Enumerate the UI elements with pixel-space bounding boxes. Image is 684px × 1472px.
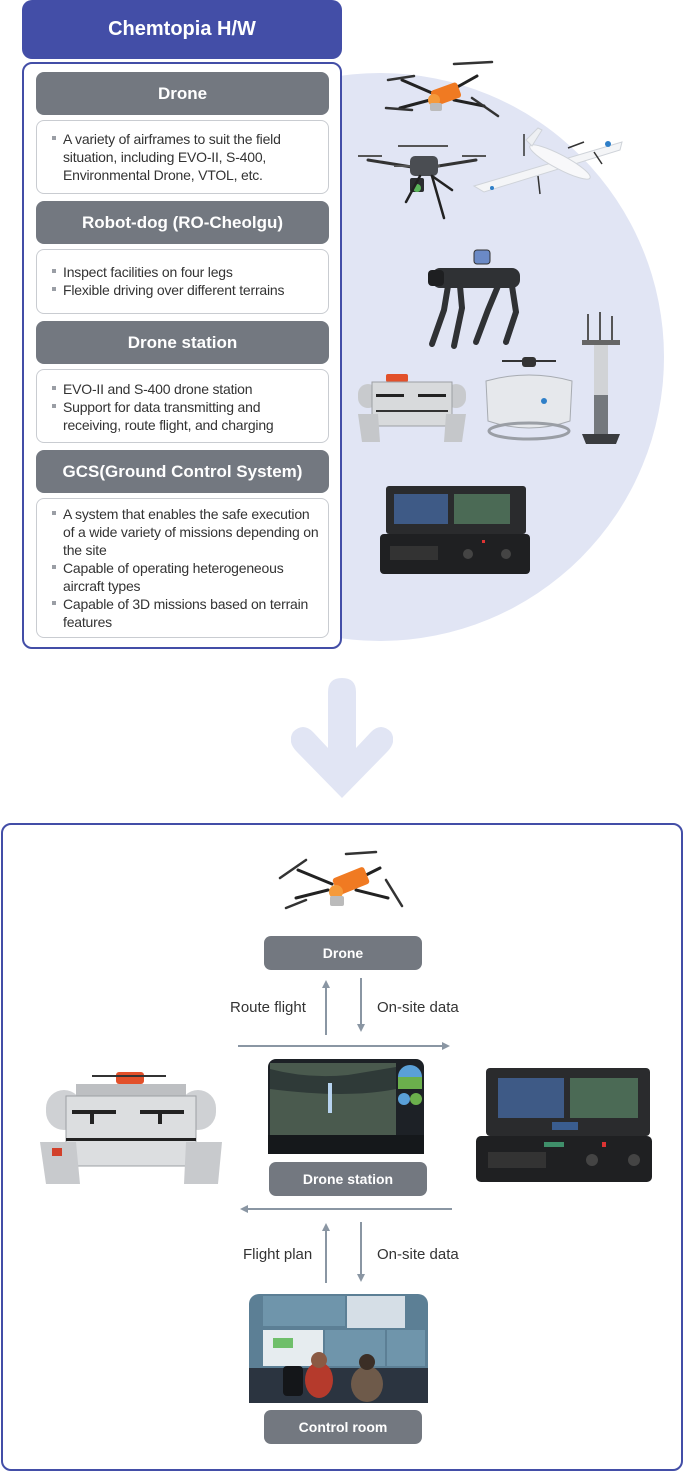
bullet-item: A system that enables the safe execution… — [51, 505, 320, 559]
bullet-item: Flexible driving over different terrains — [51, 281, 320, 299]
edge-label-flight-plan: Flight plan — [243, 1246, 313, 1263]
flow-drone-image — [278, 850, 404, 910]
robot-dog-image — [428, 249, 520, 349]
drone-station-screen-image — [268, 1059, 424, 1154]
sensor-pole-image — [582, 312, 620, 444]
node-control-room: Control room — [264, 1410, 422, 1444]
bullet-item: Inspect facilities on four legs — [51, 263, 320, 281]
category-header-gcs: GCS(Ground Control System) — [36, 450, 329, 493]
flow-gcs-case-image — [476, 1068, 652, 1182]
flow-drone-station-box-image — [40, 1072, 222, 1184]
category-header-robot-dog: Robot-dog (RO-Cheolgu) — [36, 201, 329, 244]
down-arrow-icon — [291, 678, 393, 798]
edge-label-on-site-data-top: On-site data — [377, 999, 459, 1016]
orange-drone-image — [384, 60, 500, 118]
gray-drone-image — [358, 145, 486, 220]
category-body-gcs: A system that enables the safe execution… — [36, 498, 329, 638]
node-drone-station: Drone station — [269, 1162, 427, 1196]
gcs-case-image — [380, 486, 530, 574]
page-title: Chemtopia H/W — [22, 0, 342, 59]
edge-label-on-site-data-bottom: On-site data — [377, 1246, 459, 1263]
category-header-drone-station: Drone station — [36, 321, 329, 364]
drone-station-box-image — [358, 374, 466, 442]
edge-label-route-flight: Route flight — [230, 999, 306, 1016]
vtol-aircraft-image — [472, 127, 623, 195]
category-body-drone-station: EVO-II and S-400 drone station Support f… — [36, 369, 329, 443]
drone-station-dome-image — [485, 357, 573, 441]
category-body-drone: A variety of airframes to suit the field… — [36, 120, 329, 194]
control-room-image — [249, 1294, 428, 1403]
category-header-drone: Drone — [36, 72, 329, 115]
bullet-item: Capable of 3D missions based on terrain … — [51, 595, 320, 631]
bullet-item: EVO-II and S-400 drone station — [51, 380, 320, 398]
bullet-item: Support for data transmitting and receiv… — [51, 398, 320, 434]
bullet-item: A variety of airframes to suit the field… — [51, 130, 320, 184]
category-body-robot-dog: Inspect facilities on four legs Flexible… — [36, 249, 329, 314]
bullet-item: Capable of operating heterogeneous aircr… — [51, 559, 320, 595]
node-drone: Drone — [264, 936, 422, 970]
